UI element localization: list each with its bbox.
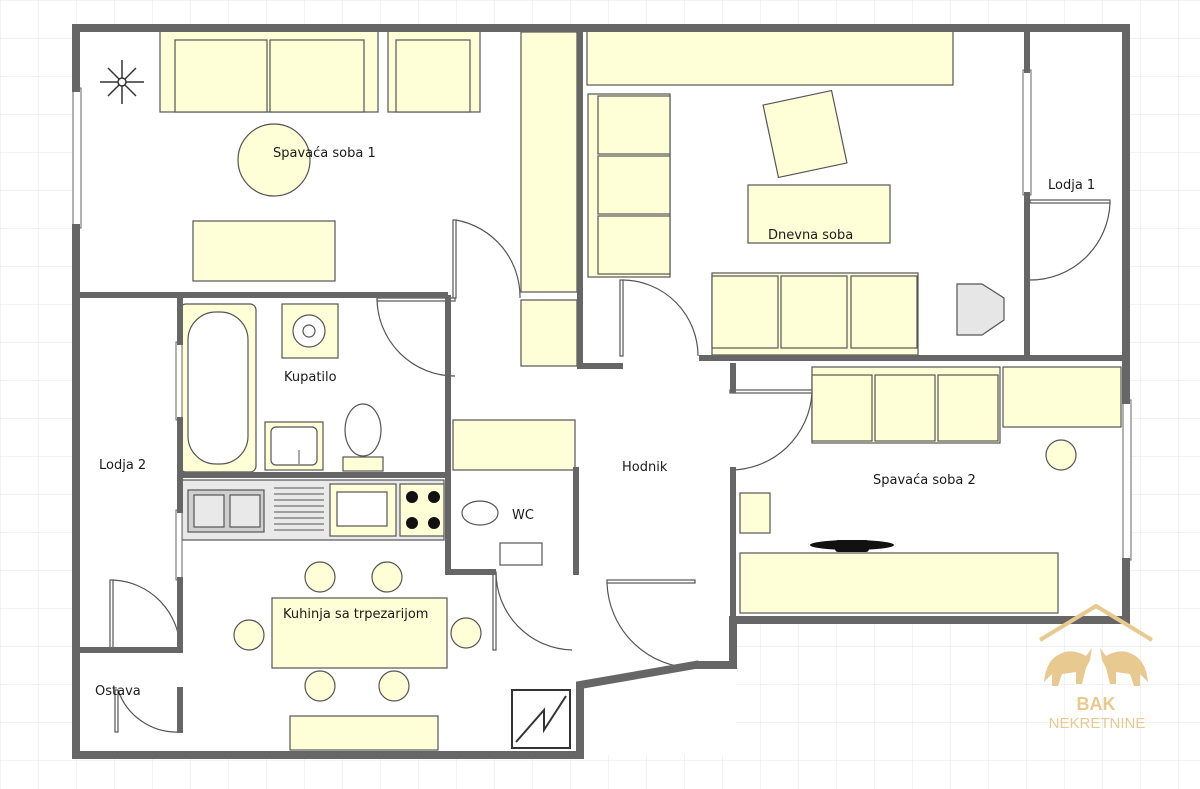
wardrobe-small (520, 299, 578, 367)
stove (399, 483, 445, 537)
compass-icon (100, 60, 144, 104)
wc-toilet (461, 500, 499, 526)
desk-1 (192, 220, 336, 282)
stool-room-2 (1045, 439, 1077, 471)
room-label-lodja-2: Lodja 2 (99, 458, 146, 473)
room-label-wc: WC (512, 508, 534, 523)
heater (956, 283, 1005, 336)
room-label-spavaca-soba-1: Spavaća soba 1 (273, 146, 376, 161)
room-label-kuhinja: Kuhinja sa trpezarijom (283, 607, 428, 622)
room-label-spavaca-soba-2: Spavaća soba 2 (873, 473, 976, 488)
cabinet-top (586, 29, 954, 86)
room-label-hodnik: Hodnik (622, 460, 668, 475)
walls (72, 24, 1130, 759)
electrical-panel (511, 689, 571, 749)
wardrobe-tall (520, 31, 578, 293)
toilet-tank (342, 456, 384, 472)
nightstand (739, 492, 771, 534)
room-label-kupatilo: Kupatilo (284, 370, 337, 385)
sideboard (289, 715, 439, 751)
dining-table (271, 597, 448, 669)
room-label-ostava: Ostava (95, 684, 141, 699)
round-table-1 (237, 123, 311, 197)
toilet-bowl (344, 403, 382, 457)
furniture (159, 29, 1122, 751)
bull-icon (1044, 648, 1148, 686)
cabinet-room-2 (1002, 366, 1122, 428)
bak-logo: BAK NEKRETNINE (1038, 603, 1154, 732)
wc-sink (499, 542, 543, 566)
armchair-2 (762, 89, 848, 179)
room-label-lodja-1: Lodja 1 (1048, 178, 1095, 193)
coffee-table (747, 184, 891, 244)
house-roof-icon (1038, 603, 1154, 642)
logo-name: BAK (1077, 694, 1116, 714)
logo-subtitle: NEKRETNINE (1049, 715, 1146, 732)
room-label-dnevna-soba: Dnevna soba (768, 228, 853, 243)
bench-hall (452, 419, 576, 471)
tv-icon (810, 540, 894, 552)
stove-burners (406, 491, 440, 529)
desk-room-2 (739, 552, 1059, 614)
